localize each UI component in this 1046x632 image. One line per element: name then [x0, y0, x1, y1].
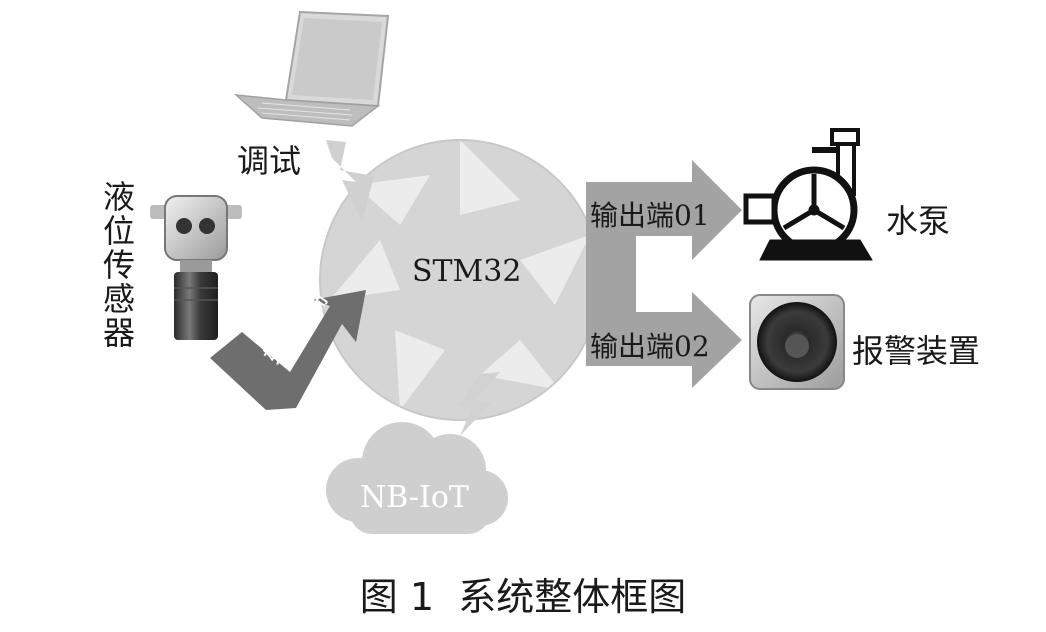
mcu-label: STM32: [412, 254, 522, 289]
wireless-link-debug: [326, 140, 374, 222]
level-sensor-icon: [150, 195, 242, 340]
network-label: NB-IoT: [360, 480, 469, 515]
sensor-label: 液位传感器: [98, 180, 136, 350]
water-pump-icon: [743, 128, 873, 261]
input-arrow: [210, 290, 366, 410]
output2-label: 输出端02: [590, 330, 710, 363]
cloud-icon: [326, 422, 508, 534]
mcu-aperture: [319, 139, 601, 421]
alarm-speaker-icon: [749, 294, 845, 390]
pump-label: 水泵: [886, 202, 951, 240]
output1-label: 输出端01: [590, 199, 710, 232]
debug-label: 调试: [237, 142, 302, 180]
wireless-link-network: [458, 372, 500, 436]
alarm-label: 报警装置: [852, 332, 981, 370]
laptop-icon: [233, 10, 390, 127]
output-arrows: [586, 160, 742, 388]
figure-caption: 图 1 系统整体框图: [359, 575, 687, 619]
